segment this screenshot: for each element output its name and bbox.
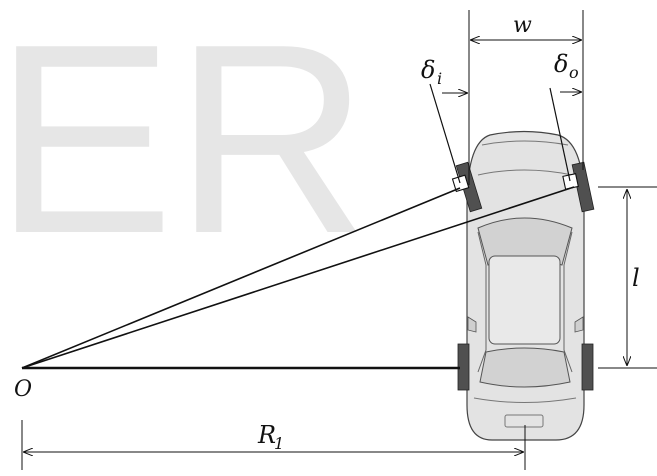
inner-steer-line bbox=[429, 83, 461, 184]
label-R1-sub: 1 bbox=[274, 434, 284, 453]
ray-to-outer-wheel bbox=[21, 186, 575, 369]
outer-steer-line bbox=[549, 87, 571, 182]
front-outer-tire bbox=[571, 161, 595, 213]
watermark-text: ER bbox=[0, 0, 369, 290]
rear-right-tire bbox=[581, 343, 594, 391]
label-delta-i-sub: i bbox=[437, 69, 442, 88]
ray-to-inner-wheel bbox=[21, 187, 461, 369]
label-R1: R bbox=[257, 421, 276, 449]
car-top-view bbox=[466, 130, 585, 441]
label-w: w bbox=[513, 13, 532, 38]
label-l: l bbox=[632, 264, 640, 292]
outer-right-angle-marker bbox=[562, 173, 579, 190]
label-O: O bbox=[14, 377, 32, 402]
roof bbox=[488, 255, 561, 345]
label-delta-o: δ bbox=[554, 50, 568, 78]
label-delta-o-sub: o bbox=[569, 63, 579, 82]
rear-window bbox=[479, 347, 571, 388]
label-delta-i: δ bbox=[421, 56, 435, 84]
